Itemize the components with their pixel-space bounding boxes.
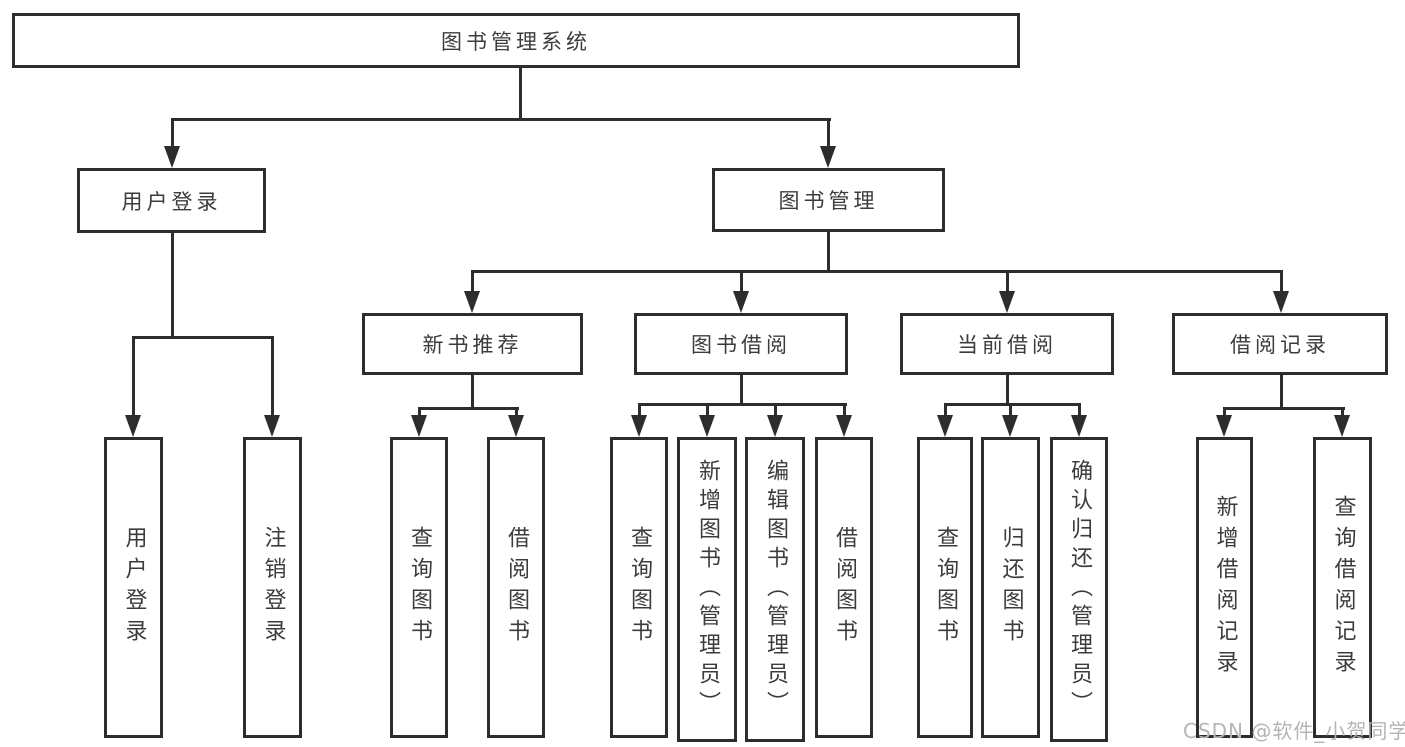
connector-line <box>1078 403 1081 417</box>
connector-line <box>471 270 1283 273</box>
arrowhead <box>937 415 953 437</box>
leaf-query-book-2: 查询图书 <box>610 437 668 738</box>
connector-line <box>519 67 522 120</box>
arrowhead <box>999 291 1015 313</box>
arrowhead <box>836 415 852 437</box>
connector-line <box>515 407 518 419</box>
connector-line <box>1223 407 1226 419</box>
arrowhead <box>1273 291 1289 313</box>
node-root: 图书管理系统 <box>12 13 1020 68</box>
arrowhead <box>631 415 647 437</box>
connector-line <box>827 118 830 150</box>
leaf-logout: 注销登录 <box>243 437 302 738</box>
connector-line <box>1223 407 1345 410</box>
arrowhead <box>164 146 180 168</box>
connector-line <box>944 403 947 417</box>
connector-line <box>827 231 830 272</box>
arrowhead <box>508 415 524 437</box>
arrowhead <box>464 291 480 313</box>
connector-line <box>1280 270 1283 295</box>
leaf-borrow-book-1: 借阅图书 <box>487 437 545 738</box>
connector-line <box>1006 270 1009 295</box>
connector-line <box>132 336 274 339</box>
connector-line <box>271 336 274 418</box>
connector-line <box>740 270 743 295</box>
connector-line <box>418 407 421 419</box>
arrowhead <box>733 291 749 313</box>
leaf-confirm-return-admin: 确认归还（管理员） <box>1050 437 1108 742</box>
node-borrow-record: 借阅记录 <box>1172 313 1388 375</box>
connector-line <box>740 374 743 405</box>
arrowhead <box>767 415 783 437</box>
connector-line <box>706 403 709 417</box>
arrowhead <box>820 146 836 168</box>
connector-line <box>774 403 777 417</box>
leaf-query-book-3: 查询图书 <box>917 437 973 738</box>
node-user-login: 用户登录 <box>77 168 266 233</box>
csdn-watermark: CSDN @软件_小贺同学 <box>1183 719 1405 743</box>
leaf-add-borrow-record: 新增借阅记录 <box>1196 437 1253 738</box>
leaf-user-login: 用户登录 <box>104 437 163 738</box>
connector-line <box>418 407 519 410</box>
connector-line <box>171 118 831 121</box>
connector-line <box>638 403 847 406</box>
connector-line <box>171 232 174 338</box>
connector-line <box>944 403 1081 406</box>
leaf-return-book: 归还图书 <box>981 437 1040 738</box>
connector-line <box>1341 407 1344 419</box>
connector-line <box>1009 403 1012 417</box>
node-book-borrow: 图书借阅 <box>634 313 848 375</box>
connector-line <box>471 374 474 409</box>
leaf-add-book-admin: 新增图书（管理员） <box>677 437 737 742</box>
arrowhead <box>1071 415 1087 437</box>
arrowhead <box>264 415 280 437</box>
node-new-book-recommend: 新书推荐 <box>362 313 583 375</box>
leaf-borrow-book-2: 借阅图书 <box>815 437 873 738</box>
node-book-management: 图书管理 <box>712 168 945 232</box>
arrowhead <box>1002 415 1018 437</box>
arrowhead <box>125 415 141 437</box>
connector-line <box>171 118 174 150</box>
leaf-query-book-1: 查询图书 <box>390 437 448 738</box>
connector-line <box>1006 374 1009 405</box>
leaf-edit-book-admin: 编辑图书（管理员） <box>745 437 805 742</box>
connector-line <box>1280 374 1283 410</box>
connector-line <box>471 270 474 295</box>
arrowhead <box>411 415 427 437</box>
connector-line <box>638 403 641 417</box>
arrowhead <box>1334 415 1350 437</box>
arrowhead <box>699 415 715 437</box>
leaf-query-borrow-record: 查询借阅记录 <box>1313 437 1372 738</box>
connector-line <box>132 336 135 418</box>
arrowhead <box>1216 415 1232 437</box>
connector-line <box>843 403 846 417</box>
node-current-borrow: 当前借阅 <box>900 313 1114 375</box>
